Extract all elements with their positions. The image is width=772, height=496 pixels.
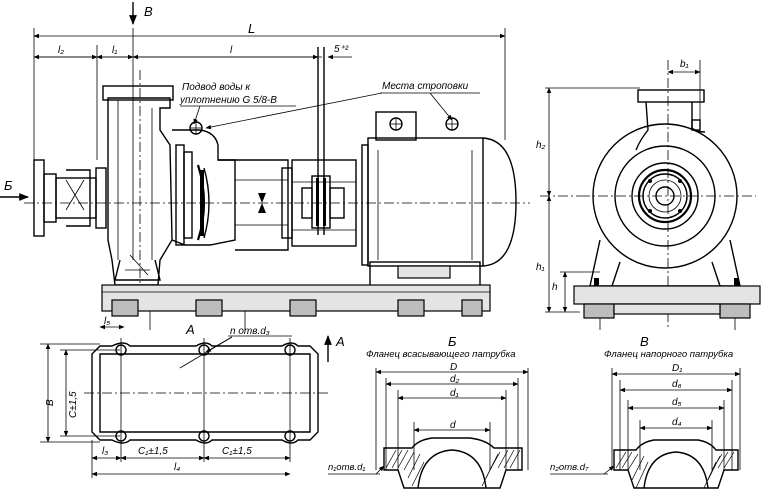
dim-b1-label: b₁ xyxy=(680,59,689,70)
water-supply-note-line1: Подвод воды к xyxy=(182,82,251,93)
dim-l4-label: l₄ xyxy=(174,462,180,473)
bearing-bracket xyxy=(218,159,289,251)
flange-d1-label: d₁ xyxy=(450,388,459,399)
dim-C2-label: С₁±1,5 xyxy=(222,446,252,457)
volute-outline xyxy=(592,123,738,269)
suction-flange-title: Фланец всасывающего патрубка xyxy=(366,349,516,360)
suction-flange-section: Б Фланец всасывающего патрубка D d₂ d₁ d… xyxy=(328,334,529,489)
plan-view: А А n отв.d₃ l₅ В С±1,5 xyxy=(40,316,345,478)
flange-D-label: D xyxy=(450,362,457,373)
dim-l3-label: l₃ xyxy=(102,446,108,457)
flange-d2-label: d₂ xyxy=(450,374,460,385)
flange-D1-label: D₁ xyxy=(672,363,682,374)
suction-flange xyxy=(33,159,45,237)
discharge-flange-letter: В xyxy=(640,334,649,349)
flange-d4-label: d₄ xyxy=(672,417,682,428)
dim-L-label: L xyxy=(248,21,255,36)
flange-d-label: d xyxy=(450,420,456,431)
pump-volute xyxy=(107,97,173,286)
dim-C1-label: С₁±1,5 xyxy=(138,446,168,457)
flange-d5-label: d₅ xyxy=(672,397,682,408)
suction-flange-letter: Б xyxy=(448,334,457,349)
view-arrow-side-label: Б xyxy=(4,178,13,193)
holes-label: n отв.d₃ xyxy=(230,326,270,337)
lifting-points-note: Места строповки xyxy=(382,81,469,92)
view-arrow-b-label: В xyxy=(144,4,153,19)
dim-l1-label: l₁ xyxy=(112,45,117,56)
section-A-label: А xyxy=(185,322,195,337)
dim-5-label: 5⁺² xyxy=(334,44,349,55)
baseplate-plan xyxy=(91,342,319,444)
dim-h2-label: h₂ xyxy=(536,140,546,151)
section-A-arrow-label: А xyxy=(335,334,345,349)
seal-housing xyxy=(171,129,236,246)
discharge-flange-top xyxy=(637,89,705,103)
suction-holes-label: n₁отв.d₁ xyxy=(328,462,365,473)
motor-body xyxy=(367,137,484,267)
dim-C-label: С±1,5 xyxy=(68,391,79,418)
dim-B-label: В xyxy=(45,399,56,406)
coupling-guard xyxy=(291,159,357,247)
side-view: В Б L l₂ l₁ l 5⁺² Подвод воды к уплотнен… xyxy=(0,2,530,330)
dim-h1-label: h₁ xyxy=(536,262,545,273)
dim-l-label: l xyxy=(230,45,233,56)
water-supply-note-line2: уплотнению G 5/8-В xyxy=(179,95,277,106)
flange-d6-label: d₆ xyxy=(672,379,682,390)
dim-l2-label: l₂ xyxy=(58,45,64,56)
front-view: b₁ h₂ h₁ h xyxy=(536,59,761,330)
discharge-holes-label: n₂отв.d₇ xyxy=(550,462,589,473)
dim-h-label: h xyxy=(552,282,558,293)
dim-l5-label: l₅ xyxy=(104,316,110,327)
motor-flange xyxy=(361,144,369,266)
discharge-flange-section: В Фланец напорного патрубка D₁ d₆ d₅ d₄ … xyxy=(550,334,741,489)
discharge-flange-title: Фланец напорного патрубка xyxy=(604,349,733,360)
